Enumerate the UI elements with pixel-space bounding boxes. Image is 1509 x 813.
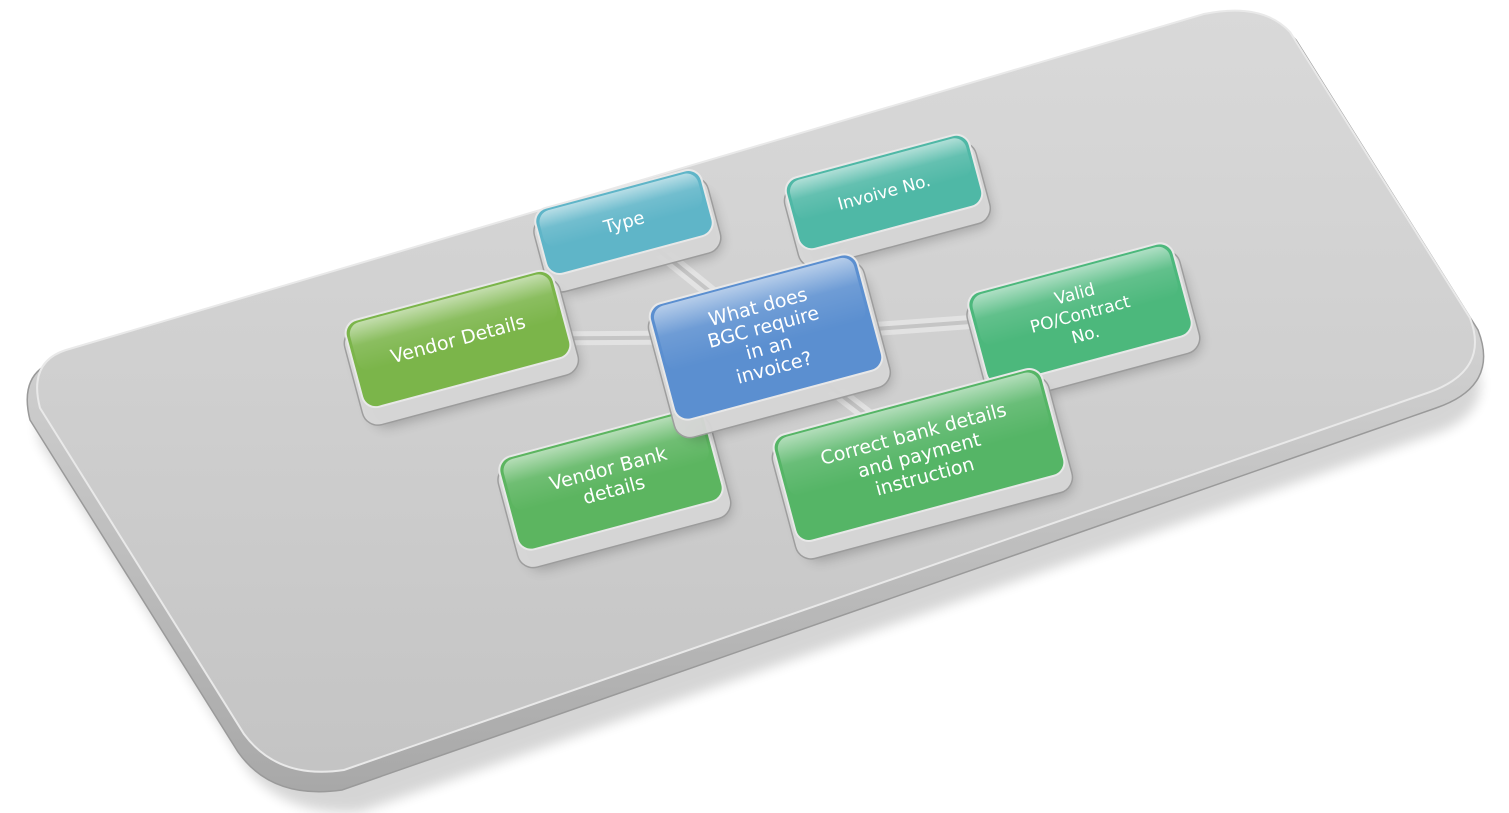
- node-gloss: [349, 274, 558, 371]
- node-gloss: [972, 246, 1178, 346]
- node-invoice-no: Invoive No.: [783, 133, 992, 269]
- node-vendor-details: Vendor Details: [343, 269, 580, 427]
- node-gloss: [777, 372, 1049, 496]
- node-gloss: [539, 173, 703, 247]
- node-type: Type: [533, 169, 722, 294]
- node-gloss: [789, 138, 971, 220]
- node-gloss: [503, 411, 709, 511]
- node-gloss: [653, 257, 866, 370]
